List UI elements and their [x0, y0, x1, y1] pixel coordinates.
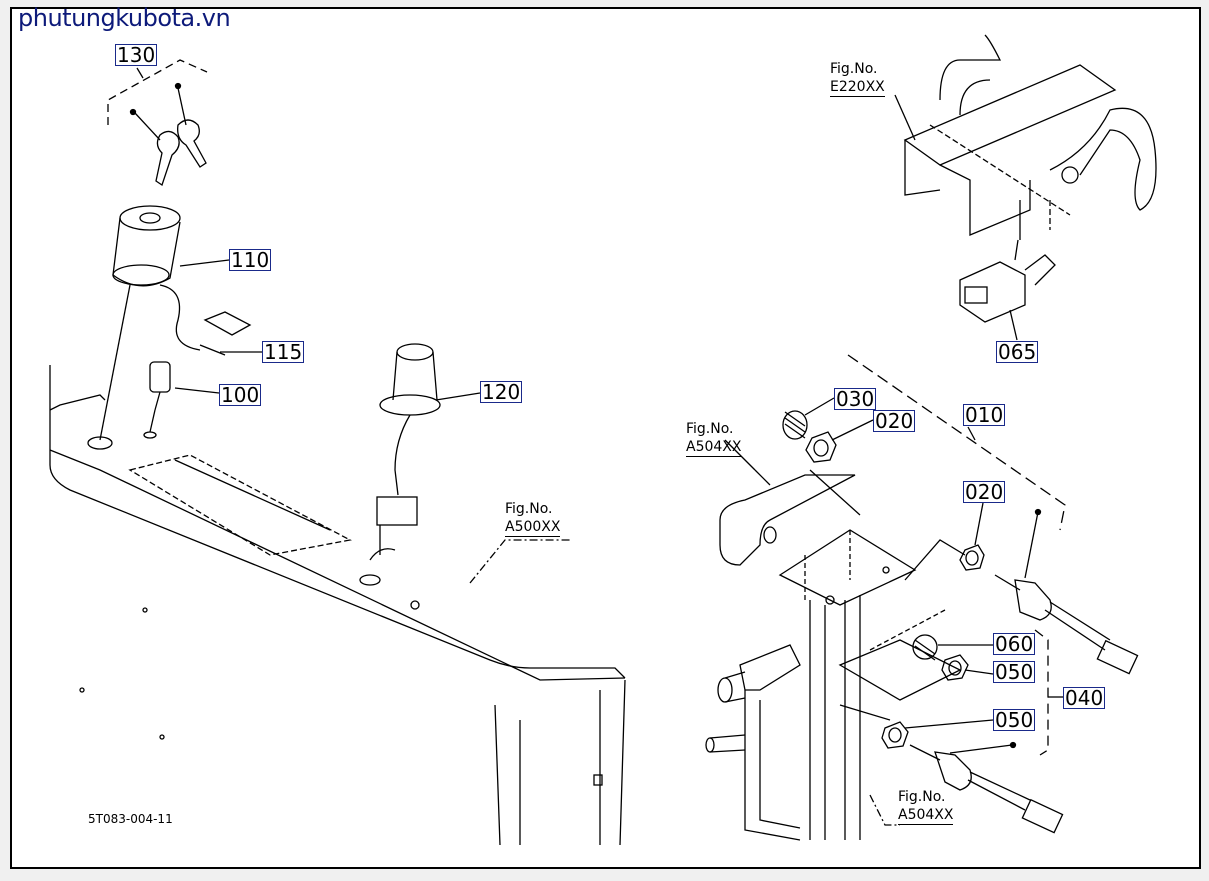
part-label-100[interactable]: 100	[219, 383, 262, 407]
part-label-115[interactable]: 115	[262, 340, 305, 364]
switch-120	[359, 343, 481, 586]
fig-code: A504XX	[898, 807, 954, 825]
sensor-switch	[994, 511, 1139, 675]
part-label-110[interactable]: 110	[229, 248, 272, 272]
bracket-040	[1034, 629, 1049, 756]
part-label-040[interactable]: 040	[1063, 686, 1106, 710]
fig-title: Fig.No.	[830, 61, 878, 77]
ignition-switch-110	[87, 205, 252, 450]
sensor-switch-2	[909, 741, 1064, 834]
part-label-010[interactable]: 010	[963, 403, 1006, 427]
fig-title: Fig.No.	[505, 501, 553, 517]
fig-title: Fig.No.	[686, 421, 734, 437]
key-icon	[177, 87, 207, 168]
fig-code: E220XX	[830, 79, 885, 97]
fig-code: A500XX	[505, 519, 561, 537]
part-label-020b[interactable]: 020	[963, 480, 1006, 504]
part-label-065[interactable]: 065	[996, 340, 1039, 364]
part-label-050b[interactable]: 050	[993, 708, 1036, 732]
bracket-e220xx	[894, 34, 1157, 341]
switch-100	[143, 361, 220, 439]
nut-050b	[881, 721, 909, 749]
key-set-bracket	[107, 59, 208, 125]
fig-ref-e220xx[interactable]: Fig.No. E220XX	[830, 60, 885, 97]
part-label-120[interactable]: 120	[480, 380, 523, 404]
part-label-030[interactable]: 030	[834, 387, 877, 411]
part-label-020[interactable]: 020	[873, 409, 916, 433]
part-label-130[interactable]: 130	[115, 43, 158, 67]
watermark: phutungkubota.vn	[18, 4, 231, 32]
nut-020b	[959, 544, 985, 571]
bracket-assembly-a504xx	[705, 354, 1066, 841]
fig-ref-a504xx-2[interactable]: Fig.No. A504XX	[898, 788, 954, 825]
key-icon	[134, 112, 180, 187]
drawing-code: 5T083-004-11	[88, 812, 173, 826]
spring-060	[912, 634, 938, 661]
fig-code: A504XX	[686, 439, 742, 457]
nut-050	[941, 654, 969, 681]
part-label-050[interactable]: 050	[993, 660, 1036, 684]
nut-020	[805, 431, 837, 463]
fig-ref-a504xx[interactable]: Fig.No. A504XX	[686, 420, 742, 457]
spring-030	[782, 410, 808, 440]
fig-title: Fig.No.	[898, 789, 946, 805]
dash-panel	[49, 365, 626, 846]
fig-ref-a500xx[interactable]: Fig.No. A500XX	[505, 500, 561, 537]
part-label-060[interactable]: 060	[993, 632, 1036, 656]
